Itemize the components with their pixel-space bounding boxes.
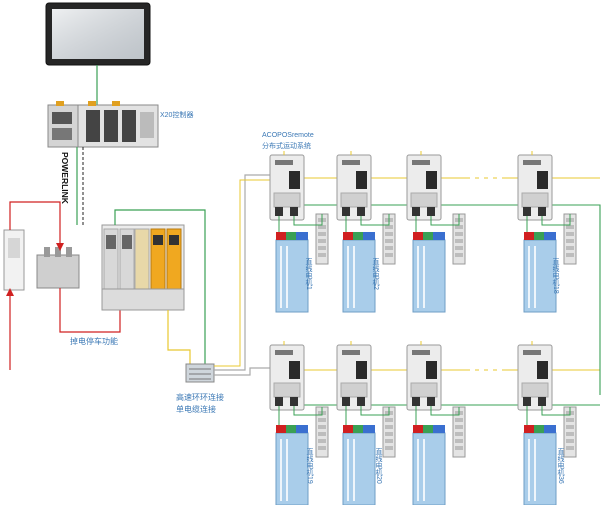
drive-connector	[357, 397, 365, 406]
motor-label-bottom-1: 直线电机19	[306, 448, 313, 484]
motor-green-cap	[423, 425, 433, 433]
drive-display	[289, 171, 300, 189]
motor-label-top-2: 直线电机2	[372, 258, 379, 290]
backbone-bottom	[214, 367, 275, 376]
drive-connector	[538, 207, 546, 216]
io-cable	[430, 214, 460, 226]
motor-red-cap	[276, 425, 286, 433]
green-rack-cable	[114, 209, 206, 365]
motor-red-cap	[276, 232, 286, 240]
motor-blue-cap	[433, 425, 445, 433]
motor-green-cap	[286, 425, 296, 433]
module-groups	[269, 151, 577, 506]
motor-red-cap	[343, 425, 353, 433]
drive-display	[537, 361, 548, 379]
backbone-top	[214, 174, 275, 371]
motor-green-cap	[534, 232, 544, 240]
drive-connector	[412, 207, 420, 216]
drive-connector	[290, 207, 298, 216]
drive-connector	[342, 397, 350, 406]
io-cable	[541, 406, 571, 416]
io-cable	[360, 406, 390, 416]
motor-red-cap	[524, 425, 534, 433]
motor-green-cap	[534, 425, 544, 433]
motor-label-bottom-3: 直线电机36	[557, 448, 564, 484]
hmi-panel	[45, 2, 151, 66]
red-wire-3	[59, 288, 121, 333]
motor-green-cap	[286, 232, 296, 240]
motor-blue-cap	[296, 425, 308, 433]
single-cable-label: 单电缆连接	[176, 405, 216, 414]
motor-blue-cap	[363, 232, 375, 240]
io-cable	[541, 214, 571, 226]
motor-blue-cap	[433, 232, 445, 240]
io-cable	[360, 214, 390, 226]
motor-green-cap	[353, 232, 363, 240]
drive-display	[426, 171, 437, 189]
ring-hub	[185, 363, 215, 383]
motor-label-bottom-2: 直线电机20	[375, 448, 382, 484]
red-arrow-up	[6, 288, 14, 296]
drive-connector	[523, 397, 531, 406]
drive-display	[289, 361, 300, 379]
motor-blue-cap	[544, 232, 556, 240]
io-cable	[293, 406, 323, 416]
drive-display	[426, 361, 437, 379]
acopos-remote-label: ACOPOSremote	[262, 132, 314, 139]
high-speed-ring-label: 高速环环连接	[176, 393, 224, 402]
drive-connector	[538, 397, 546, 406]
io-cable	[293, 214, 323, 226]
line-filter	[36, 247, 80, 289]
motor-green-cap	[353, 425, 363, 433]
brake-unit-label: 掉电停车功能	[70, 337, 118, 346]
yellow-rack-cable	[167, 310, 191, 365]
motor-label-top-3: 直线电机18	[552, 258, 559, 294]
drive-connector	[412, 397, 420, 406]
motor-red-cap	[343, 232, 353, 240]
drive-connector	[523, 207, 531, 216]
red-arrow-down	[56, 243, 64, 251]
motor-red-cap	[524, 232, 534, 240]
motor-red-cap	[413, 425, 423, 433]
drive-display	[356, 361, 367, 379]
motor-label-top-1: 直线电机1	[305, 258, 312, 290]
motor-blue-cap	[363, 425, 375, 433]
motor-red-cap	[413, 232, 423, 240]
drive-connector	[342, 207, 350, 216]
red-wire-2	[9, 201, 61, 247]
motor-blue-cap	[544, 425, 556, 433]
distributed-motion-label: 分布式运动系统	[262, 143, 311, 150]
drive-connector	[275, 397, 283, 406]
drive-rack	[101, 224, 185, 311]
drive-connector	[427, 397, 435, 406]
io-cable	[430, 406, 460, 416]
powerlink-label: POWERLINK	[60, 152, 70, 204]
x20-controller	[47, 101, 159, 148]
drive-connector	[427, 207, 435, 216]
drive-connector	[275, 207, 283, 216]
power-supply	[3, 229, 25, 291]
motor-blue-cap	[296, 232, 308, 240]
drive-connector	[357, 207, 365, 216]
drive-connector	[290, 397, 298, 406]
drive-display	[356, 171, 367, 189]
drive-display	[537, 171, 548, 189]
backbone-yellow	[214, 179, 275, 367]
x20-controller-label: X20控制器	[160, 112, 194, 119]
motor-green-cap	[423, 232, 433, 240]
